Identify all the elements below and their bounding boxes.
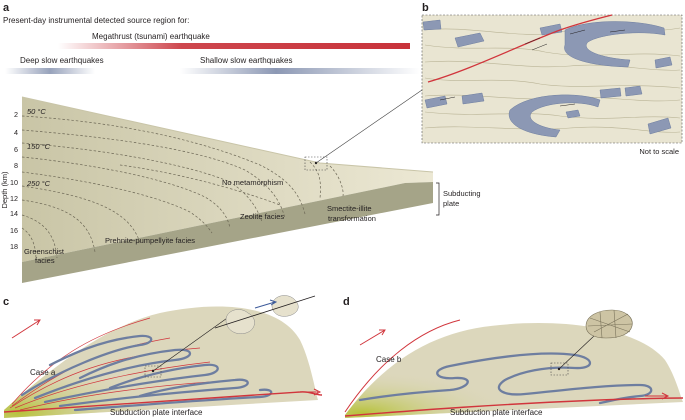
facies-zeolite: Zeolite facies <box>240 212 284 221</box>
interface-arrow-d <box>645 392 670 400</box>
plate-bracket <box>436 182 440 216</box>
interface-label-d: Subduction plate interface <box>450 408 543 417</box>
facies-smectite-1: Smectite-illite <box>327 204 372 213</box>
header-text: Present-day instrumental detected source… <box>3 16 189 25</box>
shear-plane-c <box>214 295 316 329</box>
inset-box-a <box>304 156 328 171</box>
facies-prehnite: Prehnite-pumpellyite facies <box>105 236 195 245</box>
shallow-slow-label: Shallow slow earthquakes <box>200 56 293 65</box>
interface-d <box>344 397 684 417</box>
facies-greenschist-2: facies <box>35 256 55 265</box>
megathrust-bar <box>58 43 410 49</box>
isotherm-label-150: 150 °C <box>27 142 51 151</box>
panel-label-d: d <box>343 296 350 308</box>
fractured-block-d <box>585 309 633 339</box>
panel-label-c: c <box>3 296 9 308</box>
accretionary-wedge <box>22 97 433 262</box>
case-b-label: Case b <box>376 355 402 364</box>
interface-c <box>3 391 323 413</box>
inset-leader-a <box>315 89 423 164</box>
deep-slow-bar <box>5 68 95 74</box>
shallow-slow-bar <box>180 68 420 74</box>
megathrust-label: Megathrust (tsunami) earthquake <box>92 32 210 41</box>
inset-leader-d <box>558 335 595 370</box>
shear-arrow-c <box>254 299 278 309</box>
depth-tick: 8 <box>14 161 18 170</box>
wedge-d-green <box>345 323 683 418</box>
folds-c <box>20 334 273 412</box>
isotherm-lines <box>21 115 344 261</box>
scale-note: Not to scale <box>639 147 679 156</box>
surface-arrow-d <box>359 329 386 346</box>
depth-tick: 10 <box>10 178 18 187</box>
panel-label-b: b <box>422 2 429 14</box>
surface-arrow-c <box>11 319 41 339</box>
inset-box-c <box>144 365 162 378</box>
wedge-surface <box>21 96 434 173</box>
depth-tick: 2 <box>14 110 18 119</box>
depth-axis-label: Depth (km) <box>0 171 9 209</box>
interface-arrow-c <box>300 388 322 396</box>
depth-ticks: 2 4 6 8 10 12 14 16 18 <box>10 110 18 251</box>
inset-leader-c <box>152 315 231 372</box>
depth-tick: 18 <box>10 242 18 251</box>
inset-b-slow-lenses <box>422 19 673 138</box>
depth-tick: 4 <box>14 128 18 137</box>
folds-d <box>358 352 653 405</box>
depth-tick: 6 <box>14 145 18 154</box>
interface-label-c: Subduction plate interface <box>110 408 203 417</box>
case-a-label: Case a <box>30 368 56 377</box>
depth-tick: 14 <box>10 209 18 218</box>
inset-box-d <box>550 362 569 376</box>
isotherm-label-250: 250 °C <box>26 179 51 188</box>
facies-smectite-2: transformation <box>328 214 376 223</box>
panel-label-a: a <box>3 2 10 14</box>
depth-tick: 12 <box>10 194 18 203</box>
inset-b-fault <box>427 14 613 83</box>
subducting-plate <box>22 182 433 283</box>
isotherm-label-50: 50 °C <box>27 107 46 116</box>
inset-frame-b <box>421 14 683 144</box>
facies-greenschist-1: Greenschist <box>24 247 65 256</box>
subducting-label-2: plate <box>443 199 459 208</box>
deep-slow-label: Deep slow earthquakes <box>20 56 104 65</box>
inset-b-shear-arrows <box>439 29 626 107</box>
subducting-label-1: Subducting <box>443 189 481 198</box>
grain-c <box>225 309 255 334</box>
depth-tick: 16 <box>10 226 18 235</box>
facies-no-metamorphism: No metamorphism <box>222 178 283 187</box>
surface-fault-d <box>344 319 461 413</box>
